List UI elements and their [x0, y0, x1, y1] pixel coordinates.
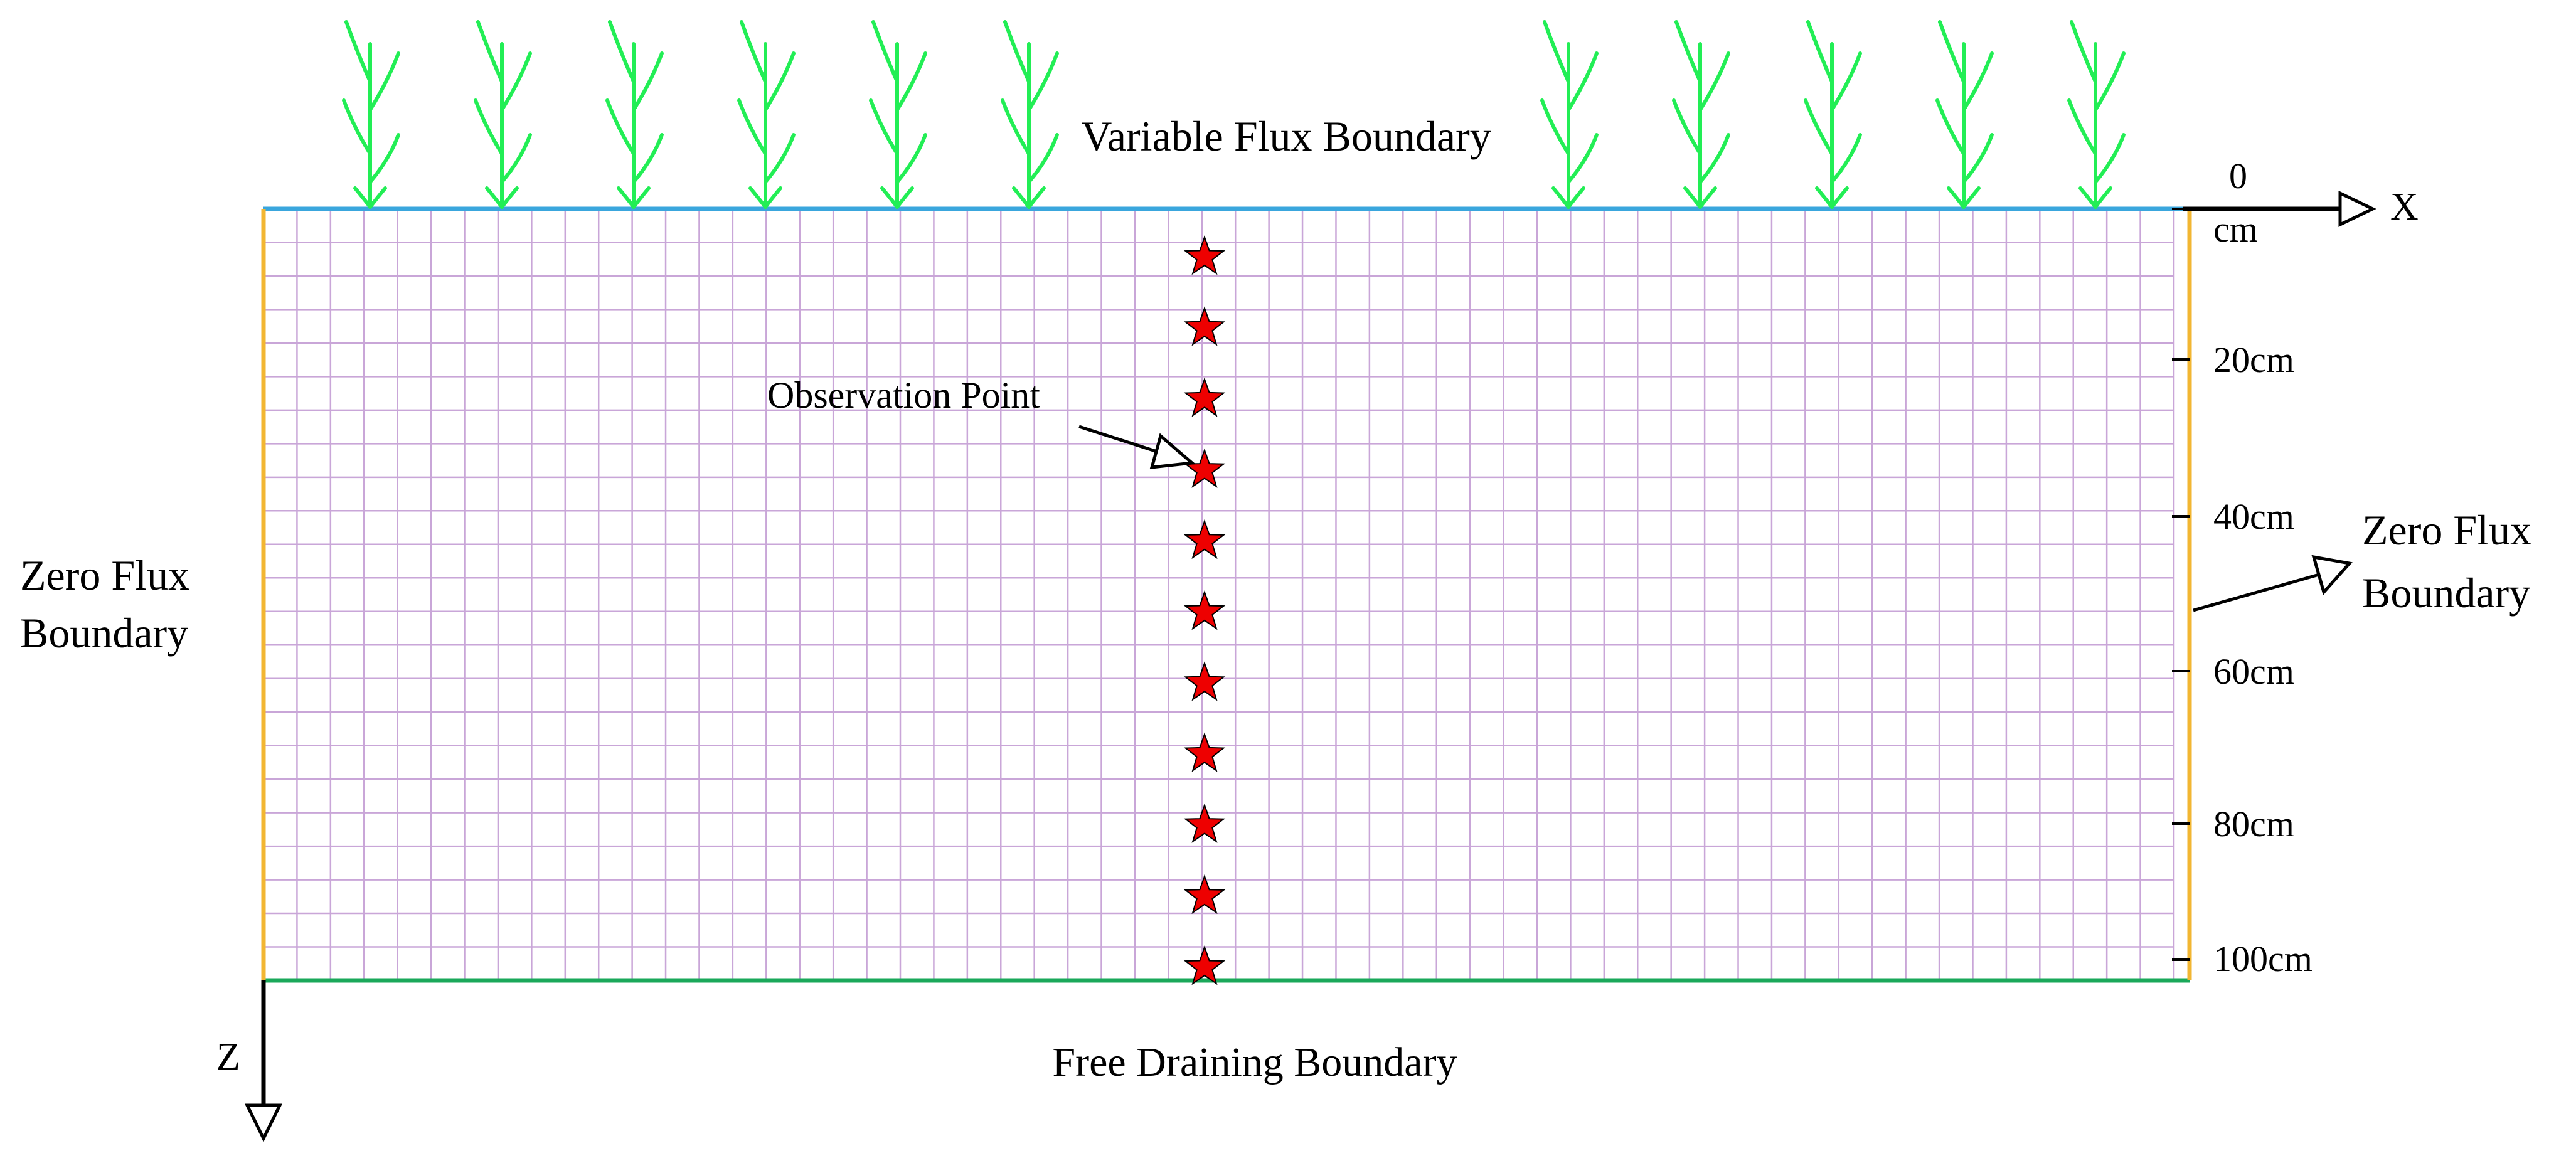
x-axis-label: X — [2390, 186, 2419, 228]
corn-plant-icon — [2067, 20, 2126, 209]
star-icon — [1183, 448, 1226, 488]
z-axis-arrowhead-icon — [244, 1103, 283, 1142]
observation-point-pointer — [1078, 425, 1196, 469]
star-icon — [1183, 306, 1226, 346]
observation-arrowhead-icon — [1149, 433, 1196, 469]
star-icon — [1183, 377, 1226, 417]
finite-element-grid — [262, 208, 2175, 982]
crop-row — [342, 20, 2126, 209]
star-icon — [1183, 235, 1226, 275]
right-boundary-label-line1: Zero Flux — [2362, 506, 2531, 554]
star-icon — [1183, 803, 1226, 843]
corn-plant-icon — [737, 20, 796, 209]
z-axis-label: Z — [216, 1036, 240, 1078]
star-icon — [1183, 874, 1226, 915]
depth-scale: 0 cm 20cm 40cm 60cm 80cm 100cm — [2172, 156, 2313, 979]
depth-zero-label: 0 — [2229, 156, 2247, 196]
star-icon — [1183, 661, 1226, 701]
corn-plant-icon — [1001, 20, 1059, 209]
corn-plant-icon — [1672, 20, 1730, 209]
x-axis-arrowhead-icon — [2338, 191, 2376, 227]
observation-point-label: Observation Point — [767, 374, 1040, 416]
corn-plant-icon — [474, 20, 532, 209]
right-boundary-label-line2: Boundary — [2362, 569, 2530, 617]
depth-zero-unit: cm — [2213, 209, 2258, 250]
star-icon — [1183, 732, 1226, 772]
corn-plant-icon — [1935, 20, 1994, 209]
left-boundary-label-line1: Zero Flux — [20, 551, 189, 599]
corn-plant-icon — [605, 20, 664, 209]
depth-tick-label: 20cm — [2213, 339, 2294, 380]
observation-points — [1183, 235, 1226, 985]
star-icon — [1183, 945, 1226, 985]
corn-plant-icon — [1540, 20, 1599, 209]
depth-tick-label: 80cm — [2213, 804, 2294, 844]
star-icon — [1183, 519, 1226, 560]
star-icon — [1183, 590, 1226, 630]
bottom-boundary-label: Free Draining Boundary — [1052, 1039, 1457, 1085]
depth-tick-label: 100cm — [2213, 938, 2313, 979]
depth-tick-label: 40cm — [2213, 496, 2294, 537]
top-boundary-label: Variable Flux Boundary — [1081, 112, 1491, 160]
corn-plant-icon — [869, 20, 927, 209]
right-boundary-pointer — [2193, 555, 2353, 612]
x-axis: X — [2183, 186, 2419, 228]
depth-tick-label: 60cm — [2213, 651, 2294, 692]
z-axis: Z — [216, 980, 283, 1142]
corn-plant-icon — [1804, 20, 1862, 209]
corn-plant-icon — [342, 20, 400, 209]
right-boundary-arrowhead-icon — [2311, 555, 2353, 596]
left-boundary-label-line2: Boundary — [20, 609, 188, 657]
